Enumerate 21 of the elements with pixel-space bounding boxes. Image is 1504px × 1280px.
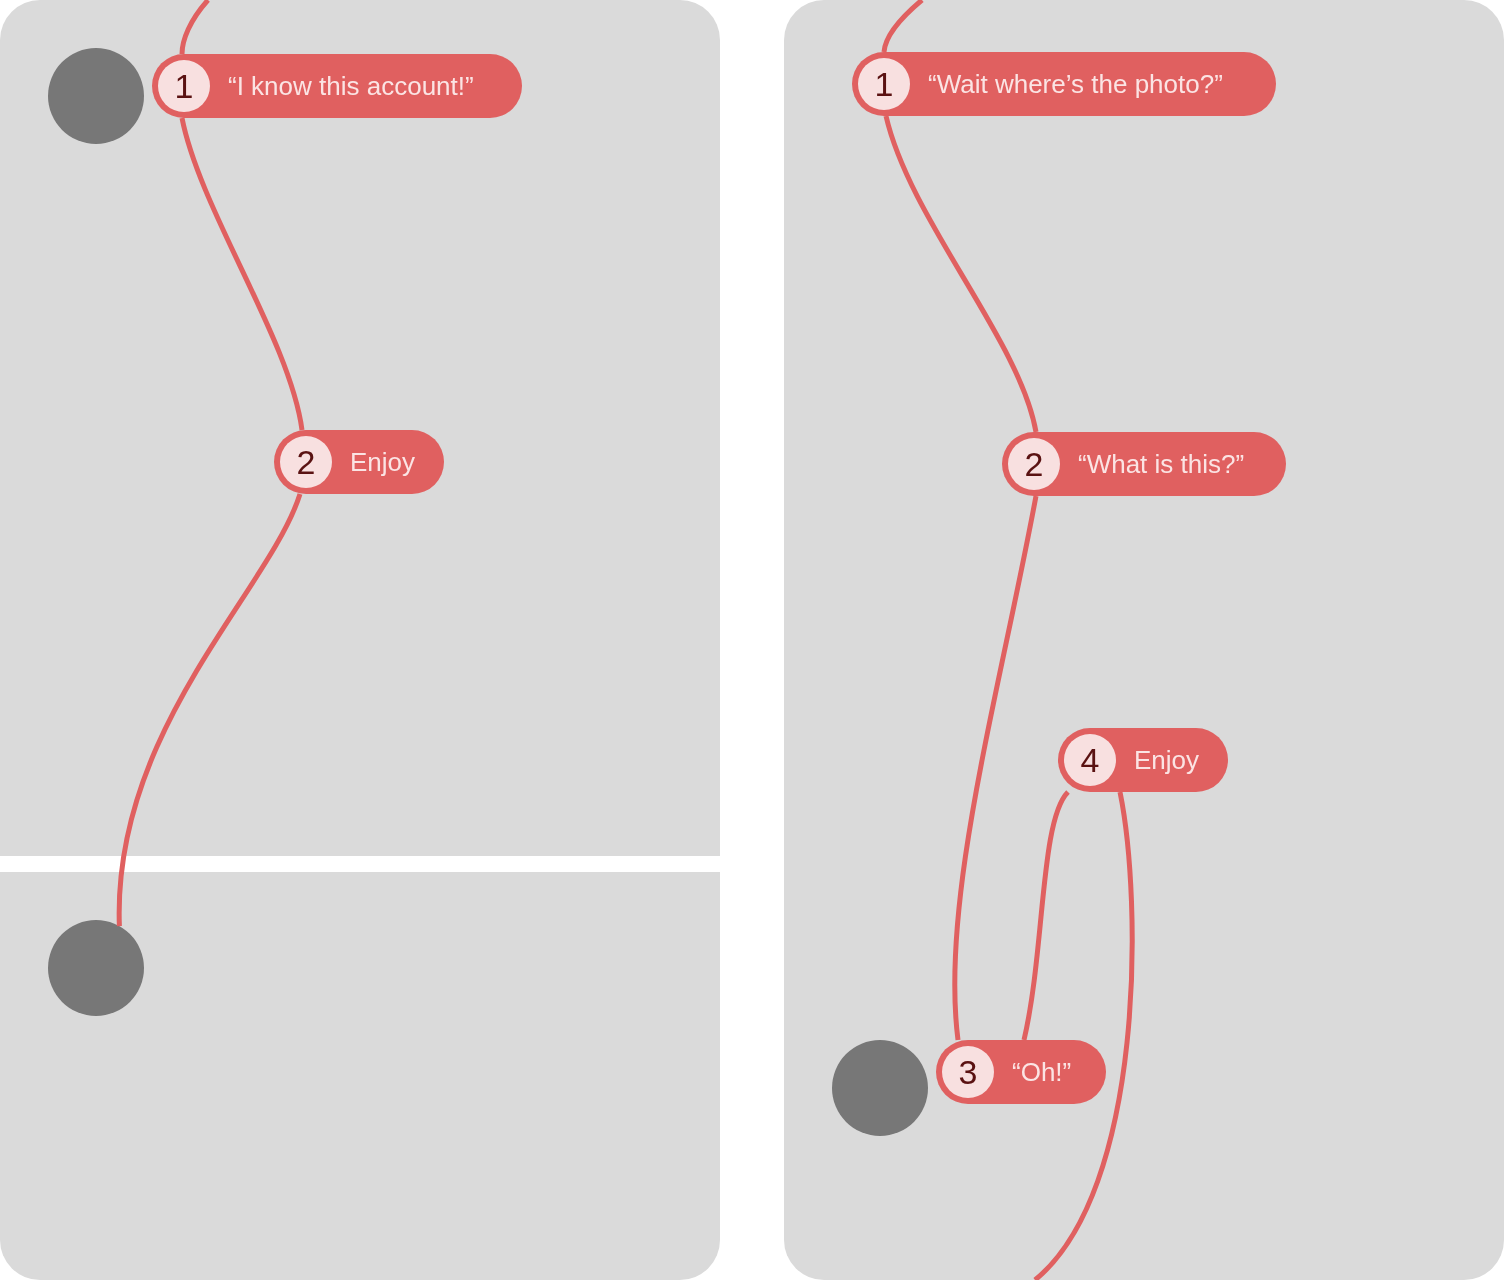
step-number: 4 [1064,734,1116,786]
step-pill [852,52,1276,116]
step-label: Enjoy [350,446,416,478]
step-label: “What is this?” [1078,448,1245,480]
connector-line [179,117,305,431]
step-number: 2 [1008,438,1060,490]
step-number: 2 [280,436,332,488]
step-number: 1 [858,58,910,110]
connector-line [116,493,303,927]
connector-line [1021,790,1071,1041]
step-label: “Wait where’s the photo?” [928,68,1223,100]
connector-line [883,115,1039,433]
step-label: “I know this account!” [228,70,474,102]
step-label: Enjoy [1134,744,1200,776]
step-number: 3 [942,1046,994,1098]
connector-line [881,0,924,53]
connector-line [952,495,1039,1041]
connector-line [179,0,210,55]
step-number: 1 [158,60,210,112]
step-label: “Oh!” [1012,1056,1072,1088]
connector-line [1033,791,1135,1280]
